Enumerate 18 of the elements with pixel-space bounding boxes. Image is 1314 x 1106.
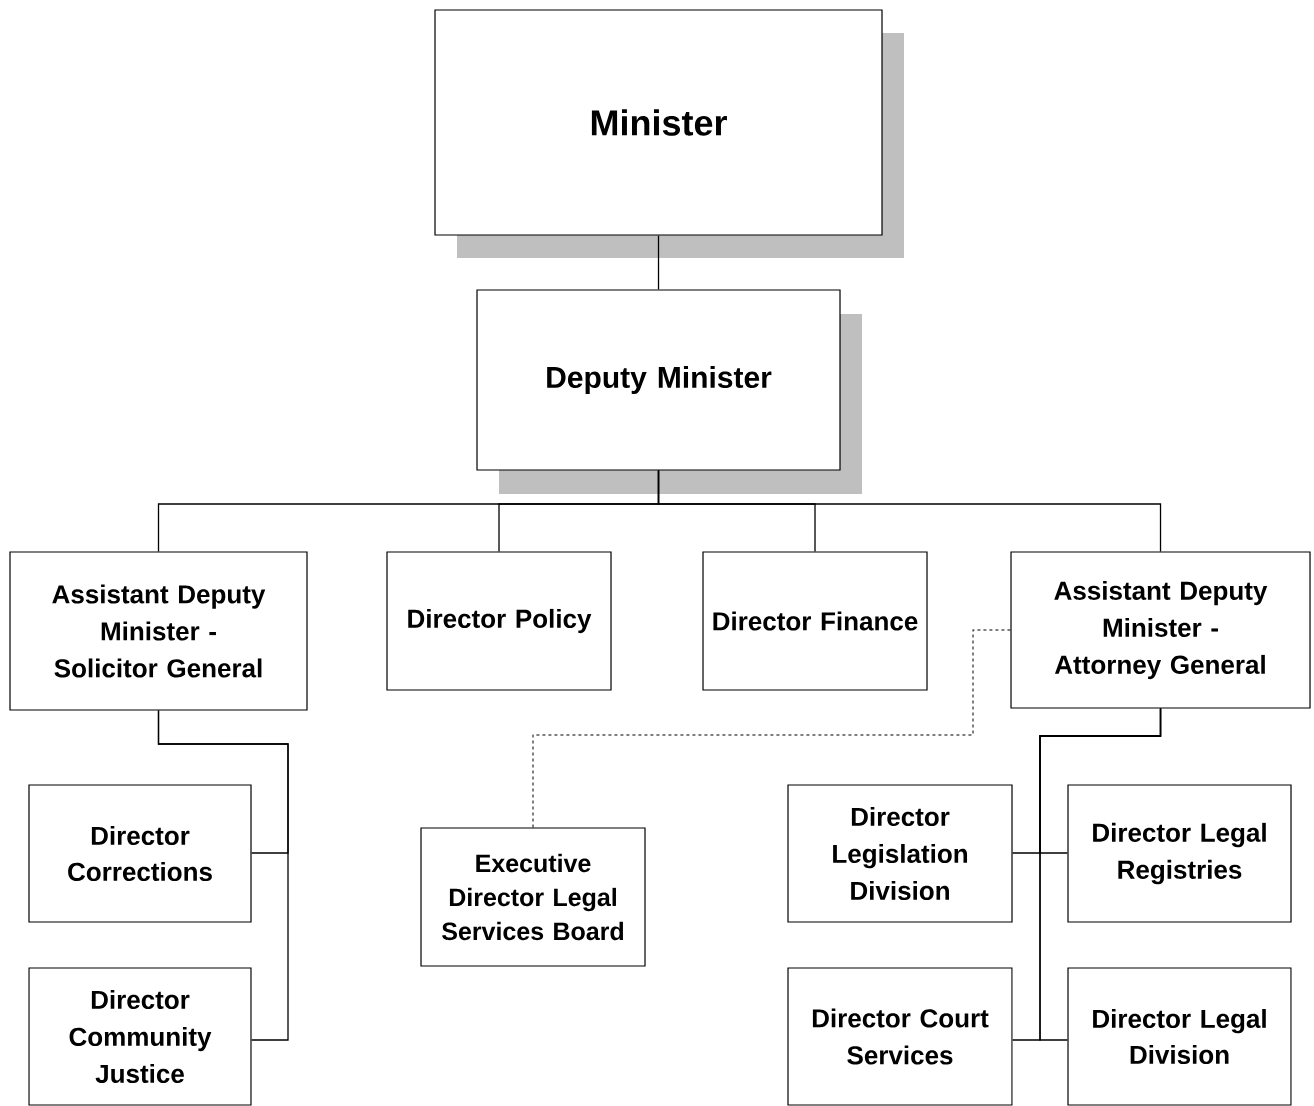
box: Assistant Deputy Minister - Solicitor General (9, 551, 308, 711)
connector-line (157, 709, 289, 1041)
connector-line (532, 629, 1011, 828)
connector-line (1039, 707, 1162, 1041)
box: Director Community Justice (28, 967, 252, 1106)
box: Director Finance (702, 551, 928, 691)
box: Director Legal Registries (1067, 784, 1292, 923)
box: Director Corrections (28, 784, 252, 923)
box: Director Court Services (787, 967, 1013, 1106)
box: Director Legal Division (1067, 967, 1292, 1106)
box: Deputy Minister (476, 289, 862, 494)
connector-line (657, 469, 1162, 553)
box: Assistant Deputy Minister - Attorney General (1010, 551, 1311, 709)
box: Director Policy (386, 551, 612, 691)
box: Director Legislation Division (787, 784, 1013, 923)
box: Minister (434, 9, 904, 258)
box: Executive Director Legal Services Board (420, 827, 646, 967)
connector-line (657, 234, 660, 291)
